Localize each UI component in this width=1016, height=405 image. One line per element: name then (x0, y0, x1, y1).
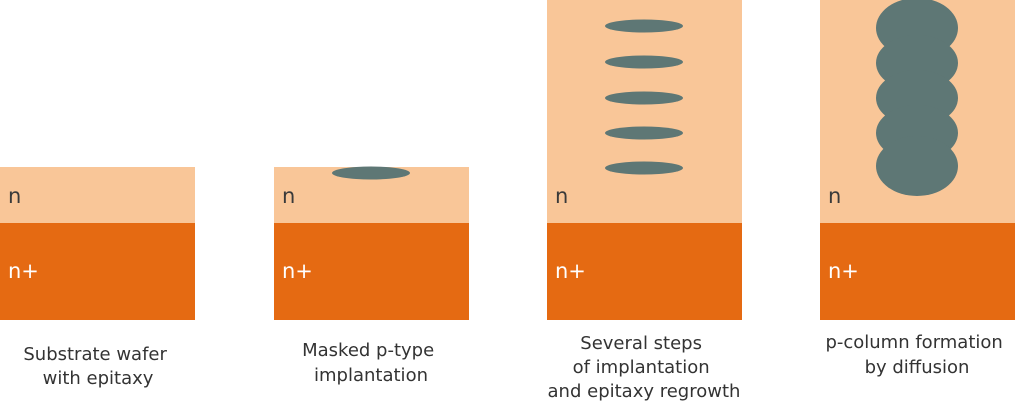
step-3-caption: Several steps of implantation and epitax… (548, 333, 741, 402)
step-1-caption: Substrate wafer with epitaxy (23, 344, 172, 389)
step-3-nplus-label: n+ (555, 259, 586, 283)
step-3-p-implant-3 (605, 91, 683, 105)
step-3-p-implant-2 (605, 55, 683, 69)
step-4-n-label: n (828, 184, 841, 208)
step-4-p-bulge-5 (876, 136, 958, 196)
step-2-nplus-layer (274, 223, 469, 320)
step-3-p-implant-1 (605, 19, 683, 33)
step-3-caption-line-3: and epitaxy regrowth (548, 381, 741, 402)
step-1-nplus-layer (0, 223, 195, 320)
step-2-n-label: n (282, 184, 295, 208)
step-4-nplus-layer (820, 223, 1015, 320)
step-2-p-implant (332, 166, 410, 180)
step-3-wafer: n n+ (547, 0, 742, 320)
step-4-caption: p-column formation by diffusion (825, 332, 1008, 378)
step-3-caption-line-2: of implantation (573, 357, 710, 378)
step-3-n-layer (547, 0, 742, 223)
step-4-caption-line-2: by diffusion (865, 357, 970, 378)
step-1-caption-line-1: Substrate wafer (23, 344, 167, 365)
step-2-wafer: n n+ (274, 166, 469, 320)
step-3-caption-line-1: Several steps (580, 333, 702, 354)
step-4-wafer: n n+ (820, 0, 1015, 320)
step-2-nplus-label: n+ (282, 259, 313, 283)
step-3-n-label: n (555, 184, 568, 208)
step-4-p-column (876, 0, 958, 196)
step-4-caption-line-1: p-column formation (825, 332, 1002, 353)
step-2-caption: Masked p-type implantation (302, 340, 440, 386)
step-2-caption-line-1: Masked p-type (302, 340, 434, 361)
step-1-wafer: n n+ (0, 167, 195, 320)
step-1-caption-line-2: with epitaxy (43, 368, 154, 389)
step-3-p-implant-5 (605, 161, 683, 175)
step-4-nplus-label: n+ (828, 259, 859, 283)
step-1-nplus-label: n+ (8, 259, 39, 283)
step-2-caption-line-2: implantation (314, 365, 428, 386)
step-3-p-implant-4 (605, 126, 683, 140)
step-1-n-label: n (8, 184, 21, 208)
step-1-n-layer (0, 167, 195, 223)
step-3-nplus-layer (547, 223, 742, 320)
